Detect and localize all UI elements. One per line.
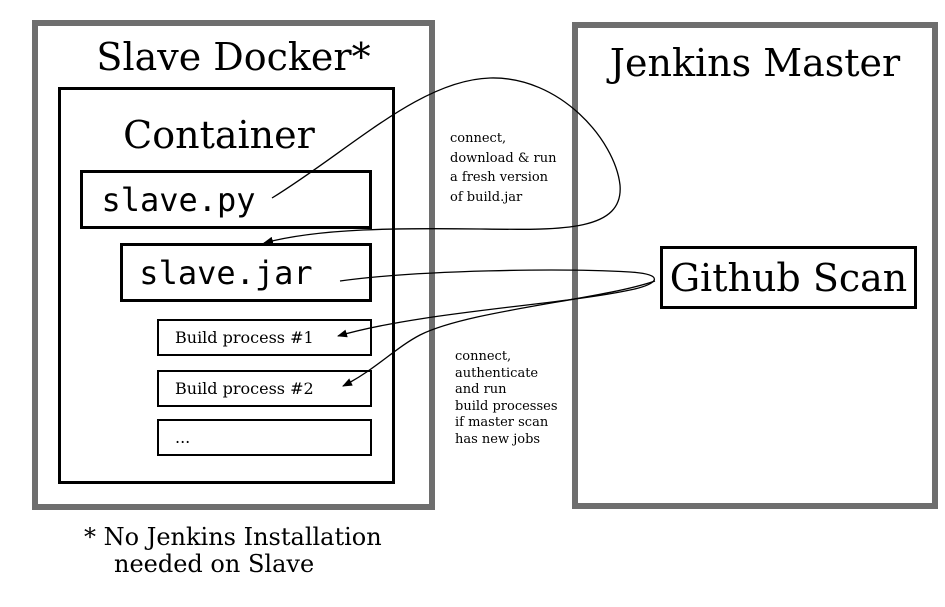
download-note-line: download & run — [450, 150, 557, 166]
jenkins-master-title: Jenkins Master — [609, 41, 901, 85]
download-note-line: a fresh version — [450, 170, 549, 185]
download-note-line: of build.jar — [450, 189, 523, 205]
build-process-box-more: ... — [157, 419, 372, 456]
build-run-arrow — [342, 280, 656, 387]
github-scan-box: Github Scan — [660, 246, 917, 309]
run-note-line: build processes — [455, 398, 558, 414]
container-title: Container — [123, 113, 315, 157]
build-process-box-2: Build process #2 — [157, 370, 372, 407]
build-process-label-1: Build process #1 — [175, 328, 314, 347]
scan-loop-arrow — [337, 269, 655, 338]
run-note-line: if master scan — [455, 415, 549, 430]
github-scan-label: Github Scan — [669, 255, 908, 300]
download-note: connect, download & run a fresh version … — [450, 129, 557, 207]
slave-jar-label: slave.jar — [139, 253, 313, 292]
run-note-line: authenticate — [455, 365, 539, 381]
run-note: connect, authenticate and run build proc… — [455, 349, 558, 448]
run-note-line: connect, — [455, 349, 512, 364]
slave-py-box: slave.py — [80, 170, 372, 229]
build-process-box-1: Build process #1 — [157, 319, 372, 356]
download-loop-arrow — [263, 77, 621, 245]
build-process-label-2: Build process #2 — [175, 379, 314, 398]
slave-jar-box: slave.jar — [120, 243, 372, 302]
download-note-line: connect, — [450, 131, 507, 146]
run-note-line: and run — [455, 382, 507, 397]
footnote: * No Jenkins Installation needed on Slav… — [84, 524, 382, 578]
build-process-label-more: ... — [175, 428, 191, 447]
footnote-line-2: needed on Slave — [114, 550, 315, 578]
slave-py-label: slave.py — [101, 180, 256, 219]
footnote-line-1: * No Jenkins Installation — [84, 523, 382, 551]
run-note-line: has new jobs — [455, 431, 541, 447]
slave-docker-title: Slave Docker* — [96, 35, 371, 79]
